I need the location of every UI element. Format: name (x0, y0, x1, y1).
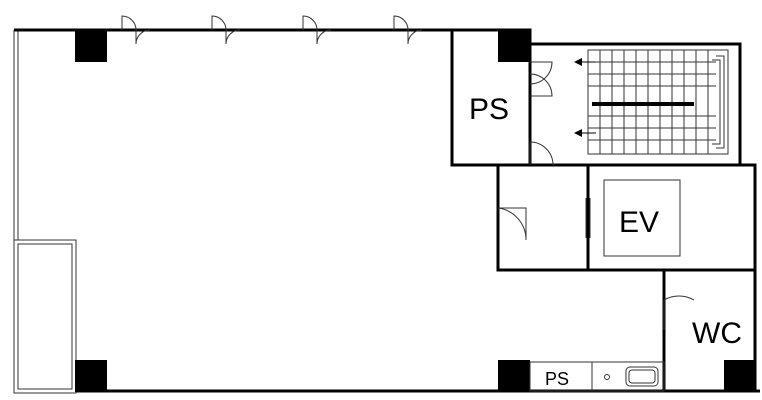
stair-landing-divider (592, 102, 694, 106)
column (498, 30, 530, 62)
stair-direction-arrows (574, 58, 596, 137)
room-label-ps-upper: PS (469, 93, 509, 126)
room-label-ev: EV (619, 206, 659, 239)
room-label-ps-lower: PS (545, 369, 569, 389)
column (75, 360, 107, 392)
left-window-strip (13, 30, 19, 393)
opening (211, 15, 241, 45)
opening (121, 15, 151, 45)
opening (302, 15, 332, 45)
structural-columns (75, 30, 756, 392)
room-label-wc: WC (692, 317, 742, 350)
top-wall-openings (121, 15, 423, 45)
inner-doors (497, 61, 695, 330)
balcony (13, 239, 77, 394)
sink-drain (604, 374, 610, 380)
sink-basin (625, 366, 659, 387)
column (498, 360, 530, 392)
opening (393, 15, 423, 45)
elevator-shaft (603, 179, 681, 257)
lower-utility-strip (529, 361, 665, 392)
column (75, 30, 107, 62)
column (724, 360, 756, 392)
